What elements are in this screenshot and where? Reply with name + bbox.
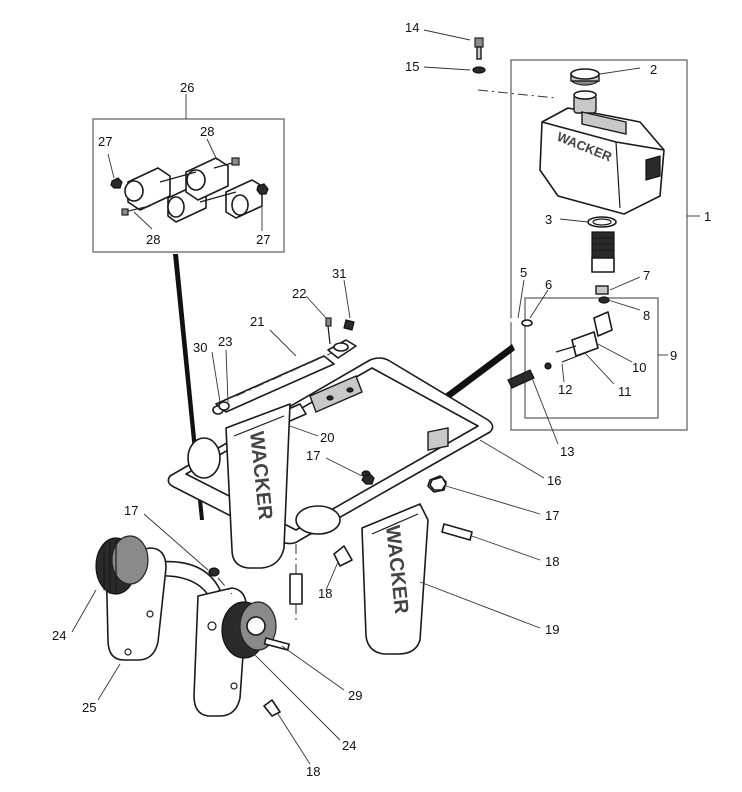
callout-6: 6 xyxy=(545,277,552,292)
callout-11: 11 xyxy=(618,384,632,399)
callout-12: 12 xyxy=(558,382,572,397)
water-tank: WACKER xyxy=(477,89,665,215)
callout-18c: 18 xyxy=(306,764,320,779)
left-wheel xyxy=(95,535,149,595)
callout-29: 29 xyxy=(348,688,362,703)
callout-8: 8 xyxy=(643,308,650,323)
callout-10: 10 xyxy=(632,360,646,375)
callout-1: 1 xyxy=(704,209,711,224)
tank-group-box xyxy=(510,59,700,431)
callout-14: 14 xyxy=(405,20,419,35)
clamp-inset-box xyxy=(92,94,285,253)
callout-18a: 18 xyxy=(545,554,559,569)
valve-assembly xyxy=(507,311,633,445)
tank-filter xyxy=(559,216,641,311)
callout-labels: 2 14 15 26 28 27 28 27 1 3 7 8 5 6 9 10 … xyxy=(52,20,711,779)
callout-9: 9 xyxy=(670,348,677,363)
callout-17a: 17 xyxy=(306,448,320,463)
handle-frame xyxy=(167,357,545,545)
callout-30: 30 xyxy=(193,340,207,355)
wheel-axle-assembly xyxy=(71,513,345,765)
tank-bolt xyxy=(423,29,486,74)
callout-20: 20 xyxy=(320,430,334,445)
callout-25: 25 xyxy=(82,700,96,715)
callout-24a: 24 xyxy=(52,628,66,643)
callout-16: 16 xyxy=(547,473,561,488)
right-footplate: WACKER xyxy=(295,503,541,655)
callout-17b: 17 xyxy=(545,508,559,523)
callout-27a: 27 xyxy=(98,134,112,149)
callout-23: 23 xyxy=(218,334,232,349)
pivot-bolt xyxy=(211,349,230,411)
callout-5: 5 xyxy=(520,265,527,280)
callout-22: 22 xyxy=(292,286,306,301)
callout-27b: 27 xyxy=(256,232,270,247)
callout-2: 2 xyxy=(650,62,657,77)
tank-cap xyxy=(570,67,641,86)
right-wheel xyxy=(221,601,277,659)
clamp-assembly xyxy=(110,157,269,223)
top-bracket xyxy=(305,279,357,359)
callout-3: 3 xyxy=(545,212,552,227)
callout-17c: 17 xyxy=(124,503,138,518)
callout-15: 15 xyxy=(405,59,419,74)
callout-28a: 28 xyxy=(200,124,214,139)
left-side-plate: WACKER xyxy=(187,403,291,569)
callout-21: 21 xyxy=(250,314,264,329)
callout-18b: 18 xyxy=(318,586,332,601)
callout-31: 31 xyxy=(332,266,346,281)
callout-19: 19 xyxy=(545,622,559,637)
callout-28b: 28 xyxy=(146,232,160,247)
callout-24b: 24 xyxy=(342,738,356,753)
callout-26: 26 xyxy=(180,80,194,95)
callout-13: 13 xyxy=(560,444,574,459)
hose-pointer xyxy=(429,344,515,412)
frame-fasteners xyxy=(325,457,541,591)
callout-7: 7 xyxy=(643,268,650,283)
